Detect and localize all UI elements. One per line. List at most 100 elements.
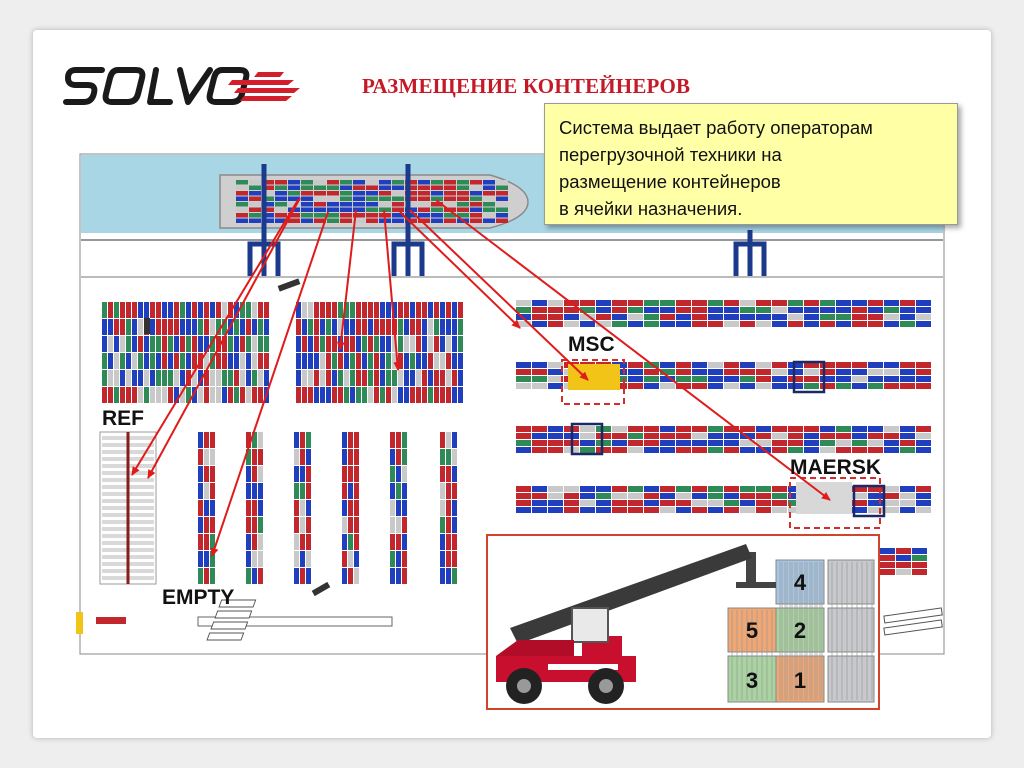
container-icon [912, 562, 927, 568]
container-icon [884, 500, 899, 506]
container-icon [108, 319, 113, 335]
container-icon [368, 353, 373, 369]
container-icon [275, 202, 287, 207]
container-icon [210, 483, 215, 499]
empty-label: EMPTY [162, 586, 235, 609]
container-icon [916, 307, 931, 313]
container-icon [548, 486, 563, 492]
container-icon [126, 387, 131, 403]
container-icon [660, 383, 675, 389]
container-icon [222, 319, 227, 335]
container-icon [222, 387, 227, 403]
container-icon [327, 207, 339, 212]
container-icon [884, 493, 899, 499]
container-icon [120, 387, 125, 403]
container-icon [204, 353, 209, 369]
container-icon [676, 426, 691, 432]
container-icon [772, 447, 787, 453]
container-icon [168, 370, 173, 386]
container-icon [204, 302, 209, 318]
container-icon [418, 213, 430, 218]
container-icon [422, 387, 427, 403]
container-icon [258, 336, 263, 352]
container-icon [692, 321, 707, 327]
container-icon [740, 314, 755, 320]
container-icon [496, 213, 508, 218]
truck-icon [76, 278, 331, 634]
container-icon [204, 517, 209, 533]
container-icon [249, 207, 261, 212]
container-icon [264, 336, 269, 352]
container-icon [258, 319, 263, 335]
container-icon [302, 370, 307, 386]
container-icon [644, 500, 659, 506]
container-icon [380, 302, 385, 318]
container-icon [396, 551, 401, 567]
container-icon [350, 387, 355, 403]
container-icon [418, 202, 430, 207]
container-icon [302, 319, 307, 335]
container-icon [198, 551, 203, 567]
container-icon [772, 307, 787, 313]
container-icon [580, 307, 595, 313]
container-icon [900, 362, 915, 368]
container-icon [692, 500, 707, 506]
container-icon [418, 196, 430, 201]
container-icon [398, 336, 403, 352]
container-icon [868, 362, 883, 368]
container-icon [402, 466, 407, 482]
container-icon [820, 433, 835, 439]
container-icon [724, 447, 739, 453]
container-icon [452, 500, 457, 516]
container-icon [896, 562, 911, 568]
container-icon [596, 314, 611, 320]
container-icon [246, 568, 251, 584]
container-icon [386, 387, 391, 403]
container-icon [788, 500, 803, 506]
container-icon [222, 336, 227, 352]
container-icon [204, 319, 209, 335]
container-icon [452, 551, 457, 567]
container-icon [258, 483, 263, 499]
container-icon [916, 426, 931, 432]
container-icon [692, 369, 707, 375]
container-icon [756, 314, 771, 320]
container-icon [338, 370, 343, 386]
container-icon [306, 500, 311, 516]
container-icon [440, 483, 445, 499]
container-icon [676, 369, 691, 375]
container-icon [756, 383, 771, 389]
stack-number-2: 2 [794, 618, 806, 643]
container-icon [120, 302, 125, 318]
container-icon [756, 500, 771, 506]
container-icon [740, 307, 755, 313]
container-icon [410, 387, 415, 403]
container-icon [294, 483, 299, 499]
container-icon [884, 369, 899, 375]
container-icon [108, 302, 113, 318]
container-icon [900, 433, 915, 439]
container-icon [724, 362, 739, 368]
container-icon [836, 314, 851, 320]
container-icon [398, 302, 403, 318]
container-icon [434, 302, 439, 318]
container-icon [354, 483, 359, 499]
container-icon [446, 551, 451, 567]
container-icon [434, 336, 439, 352]
container-icon [296, 336, 301, 352]
container-icon [852, 362, 867, 368]
container-icon [660, 433, 675, 439]
container-icon [288, 191, 300, 196]
container-icon [788, 486, 803, 492]
container-icon [275, 180, 287, 185]
container-icon [340, 185, 352, 190]
container-icon [884, 507, 899, 513]
container-icon [880, 569, 895, 575]
container-icon [852, 300, 867, 306]
container-icon [301, 185, 313, 190]
container-icon [262, 185, 274, 190]
container-icon [356, 353, 361, 369]
container-icon [204, 432, 209, 448]
container-icon [446, 466, 451, 482]
container-icon [342, 534, 347, 550]
